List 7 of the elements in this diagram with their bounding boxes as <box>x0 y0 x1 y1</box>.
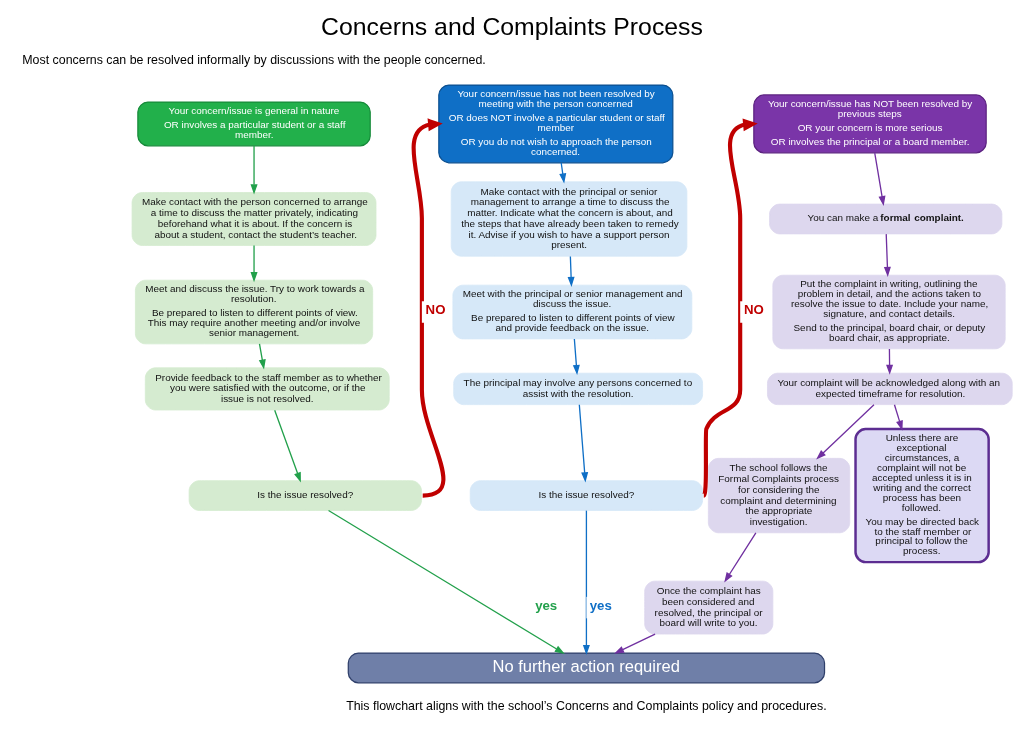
edge-label: NO <box>743 301 764 317</box>
edge-label: yes <box>535 597 558 613</box>
edge-label: NO <box>425 301 446 317</box>
label: Most concerns can be resolved informally by discussions with the people concerned. <box>22 52 486 67</box>
diagram-title: Concerns and Complaints Process <box>321 12 703 40</box>
caption: This flowchart aligns with the school’s Concerns and Complaints policy and procedures. <box>346 698 827 713</box>
edge-label: yes <box>589 597 612 613</box>
